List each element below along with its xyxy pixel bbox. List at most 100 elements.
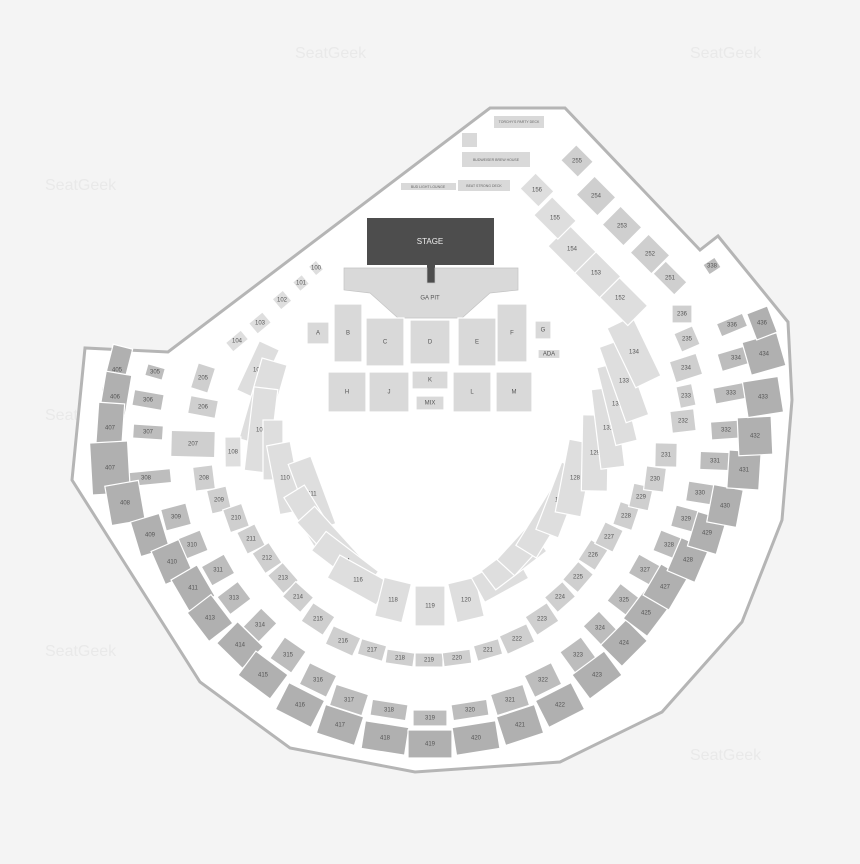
section-shape[interactable]	[412, 709, 448, 727]
section-shape[interactable]	[224, 436, 242, 468]
section-shape[interactable]	[384, 648, 416, 668]
section-208[interactable]: 208	[191, 464, 217, 492]
section-214[interactable]: 214	[281, 580, 315, 614]
section-104[interactable]: 104	[224, 329, 250, 353]
section-shape[interactable]	[414, 585, 446, 627]
section-100[interactable]: 100	[307, 259, 325, 277]
section-210[interactable]: 210	[221, 502, 251, 534]
section-shape[interactable]	[200, 553, 236, 587]
section-207[interactable]: 207	[170, 429, 216, 459]
section-shape[interactable]	[519, 172, 555, 208]
section-322[interactable]: 322	[523, 661, 563, 699]
section-shape[interactable]	[523, 661, 563, 699]
section-419[interactable]: 419	[407, 729, 453, 759]
section-211[interactable]: 211	[235, 523, 267, 555]
section-205[interactable]: 205	[189, 362, 217, 394]
section-331[interactable]: 331	[699, 450, 731, 472]
section-307[interactable]: 307	[131, 423, 165, 441]
section-shape[interactable]	[446, 576, 486, 624]
section-219[interactable]: 219	[414, 652, 444, 668]
section-120[interactable]: 120	[446, 576, 486, 624]
section-224[interactable]: 224	[543, 580, 577, 614]
section-134[interactable]: 134	[606, 315, 662, 389]
section-421[interactable]: 421	[495, 703, 545, 747]
section-217[interactable]: 217	[356, 637, 388, 663]
section-e[interactable]: E	[457, 317, 497, 367]
section-shape[interactable]	[599, 618, 649, 668]
section-shape[interactable]	[675, 382, 697, 410]
section-shape[interactable]	[186, 593, 234, 643]
section-236[interactable]: 236	[671, 304, 693, 324]
section-156[interactable]: 156	[519, 172, 555, 208]
section-222[interactable]: 222	[498, 622, 536, 656]
section-430[interactable]: 430	[706, 483, 744, 529]
section-shape[interactable]	[104, 479, 146, 527]
section-shape[interactable]	[407, 729, 453, 759]
section-418[interactable]: 418	[360, 720, 410, 756]
section-shape[interactable]	[298, 661, 338, 699]
section-shape[interactable]	[561, 560, 595, 594]
section-shape[interactable]	[327, 371, 367, 413]
section-253[interactable]: 253	[601, 205, 643, 247]
section-shape[interactable]	[306, 321, 330, 345]
section-432[interactable]: 432	[736, 415, 774, 457]
section-433[interactable]: 433	[741, 375, 785, 419]
section-221[interactable]: 221	[472, 637, 504, 663]
section-shape[interactable]	[269, 636, 307, 674]
section-338[interactable]: 338	[702, 256, 722, 276]
section-c[interactable]: C	[365, 317, 405, 367]
section-mix[interactable]: MIX	[415, 395, 445, 411]
section-shape[interactable]	[654, 442, 678, 468]
section-shape[interactable]	[571, 650, 623, 700]
section-shape[interactable]	[629, 233, 671, 275]
section-101[interactable]: 101	[291, 273, 311, 293]
section-232[interactable]: 232	[669, 408, 697, 434]
section-436[interactable]: 436	[745, 305, 779, 341]
section-212[interactable]: 212	[251, 541, 283, 575]
section-shape[interactable]	[498, 622, 536, 656]
section-215[interactable]: 215	[300, 601, 336, 637]
section-shape[interactable]	[291, 273, 311, 293]
section-shape[interactable]	[741, 375, 785, 419]
section-218[interactable]: 218	[384, 648, 416, 668]
section-119[interactable]: 119	[414, 585, 446, 627]
section-424[interactable]: 424	[599, 618, 649, 668]
section-shape[interactable]	[451, 720, 501, 756]
section-206[interactable]: 206	[186, 394, 220, 420]
deck-box[interactable]	[462, 133, 477, 147]
section-ga-pit[interactable]	[343, 267, 519, 319]
section-shape[interactable]	[186, 394, 220, 420]
section-l[interactable]: L	[452, 371, 492, 413]
section-shape[interactable]	[415, 395, 445, 411]
section-231[interactable]: 231	[654, 442, 678, 468]
section-shape[interactable]	[409, 319, 451, 365]
section-d[interactable]: D	[409, 319, 451, 365]
section-shape[interactable]	[333, 303, 363, 363]
deck-beat[interactable]	[458, 180, 510, 191]
section-235[interactable]: 235	[673, 325, 701, 353]
section-shape[interactable]	[450, 698, 490, 722]
section-103[interactable]: 103	[247, 311, 273, 335]
section-shape[interactable]	[673, 325, 701, 353]
section-shape[interactable]	[281, 580, 315, 614]
section-309[interactable]: 309	[159, 502, 193, 532]
section-a[interactable]: A	[306, 321, 330, 345]
section-shape[interactable]	[300, 601, 336, 637]
section-shape[interactable]	[652, 260, 688, 296]
section-118[interactable]: 118	[373, 576, 413, 624]
section-shape[interactable]	[365, 317, 405, 367]
section-shape[interactable]	[221, 502, 251, 534]
section-318[interactable]: 318	[369, 698, 409, 722]
section-317[interactable]: 317	[328, 683, 370, 717]
section-m[interactable]: M	[495, 371, 533, 413]
section-413[interactable]: 413	[186, 593, 234, 643]
section-shape[interactable]	[472, 637, 504, 663]
section-108[interactable]: 108	[224, 436, 242, 468]
section-233[interactable]: 233	[675, 382, 697, 410]
section-shape[interactable]	[189, 362, 217, 394]
section-shape[interactable]	[715, 312, 749, 338]
deck-lounge[interactable]	[401, 183, 456, 190]
section-h[interactable]: H	[327, 371, 367, 413]
section-shape[interactable]	[496, 303, 528, 363]
section-209[interactable]: 209	[205, 485, 233, 515]
